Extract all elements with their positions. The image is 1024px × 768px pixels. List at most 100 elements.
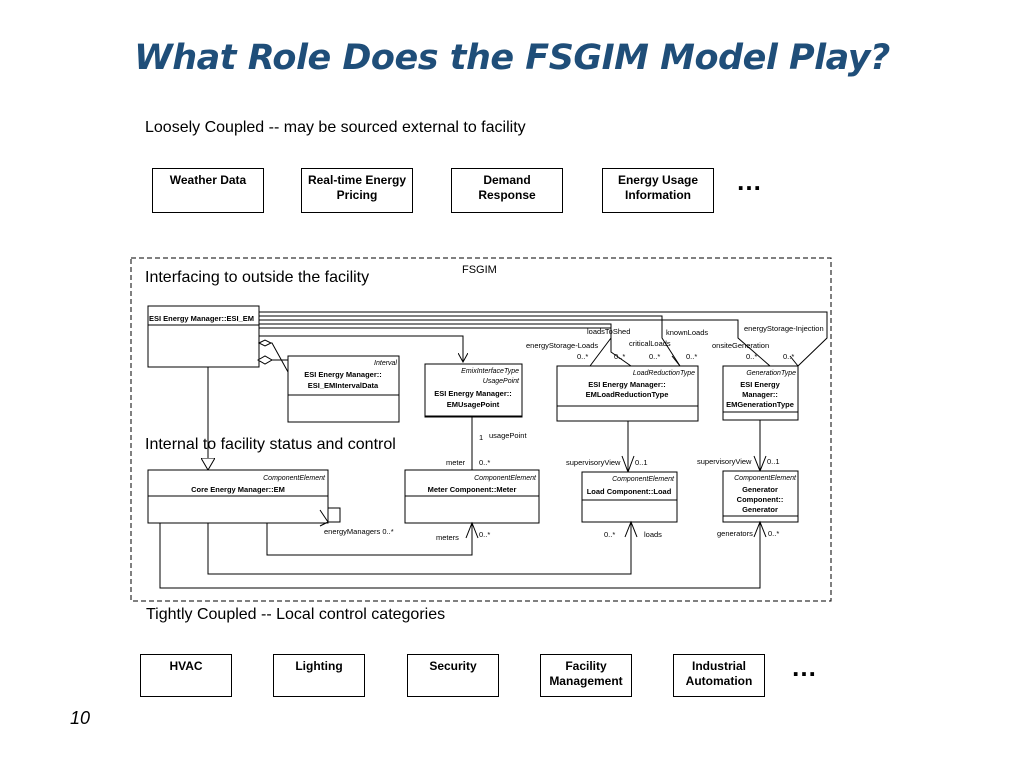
box-label: Security xyxy=(429,659,477,673)
label-energy-storage-loads: energyStorage-Loads xyxy=(526,341,598,350)
mult-label: 0..* xyxy=(604,530,615,539)
box-label: Weather Data xyxy=(169,173,247,187)
class-stereotype: ComponentElement xyxy=(734,475,797,482)
class-load-component: ComponentElement Load Component::Load xyxy=(581,471,678,523)
label-known-loads: knownLoads xyxy=(666,328,708,337)
assoc-generation-onsite xyxy=(259,319,771,367)
class-meter-component: ComponentElement Meter Component::Meter xyxy=(404,469,540,524)
more-ellipsis-bottom: … xyxy=(791,652,818,682)
real-time-pricing-box: Real-time Energy Pricing xyxy=(301,168,413,213)
class-interval: Interval ESI Energy Manager:: ESI_EMInte… xyxy=(287,355,400,423)
bottom-links xyxy=(159,507,767,589)
box-label: Management xyxy=(549,674,623,688)
box-label: Facility xyxy=(565,659,607,673)
label-generators: generators xyxy=(717,529,753,538)
assoc-energy-managers-self xyxy=(328,507,341,523)
box-label: Energy Usage xyxy=(617,173,699,187)
mult-label: 0..* xyxy=(768,529,779,538)
label-energy-managers: energyManagers 0..* xyxy=(324,527,394,536)
box-label: Response xyxy=(478,188,536,202)
assoc-usagepoint xyxy=(259,335,463,362)
class-name: ESI Energy xyxy=(740,380,780,389)
box-label: Information xyxy=(625,188,691,202)
industrial-automation-box: Industrial Automation xyxy=(673,654,765,697)
label-supervisory-view: supervisoryView xyxy=(566,458,621,467)
facility-management-box: Facility Management xyxy=(540,654,632,697)
page-number: 10 xyxy=(70,708,91,728)
middle-links xyxy=(208,367,767,474)
esi-em-associations xyxy=(259,311,828,367)
class-stereotype: ComponentElement xyxy=(612,476,675,483)
fsgim-frame xyxy=(130,257,832,602)
label-loads-to-shed: loadsToShed xyxy=(587,327,630,336)
lighting-box: Lighting xyxy=(273,654,365,697)
arrowhead-loadreduction xyxy=(671,355,681,367)
assoc-energy-managers-arrow xyxy=(319,509,329,527)
arrowhead-generation xyxy=(789,355,799,367)
aggregation-interval xyxy=(256,339,289,373)
box-label: Demand xyxy=(483,173,531,187)
label-critical-loads: criticalLoads xyxy=(629,339,671,348)
class-em-load-reduction-type: LoadReductionType ESI Energy Manager:: E… xyxy=(556,365,699,422)
loosely-coupled-caption: Loosely Coupled -- may be sourced extern… xyxy=(145,119,526,136)
assoc-loadreduction-storage xyxy=(259,327,612,367)
class-em-usage-point: EmixInterfaceType UsagePoint ESI Energy … xyxy=(424,363,523,418)
class-name: Meter Component::Meter xyxy=(428,485,517,494)
energy-usage-info-box: Energy Usage Information xyxy=(602,168,714,213)
mult-label: 0..* xyxy=(614,352,625,361)
class-name: ESI Energy Manager::ESI_EM xyxy=(149,314,254,323)
label-usage-point: usagePoint xyxy=(489,431,527,440)
interfacing-label: Interfacing to outside the facility xyxy=(145,269,369,286)
class-esi-em: ESI Energy Manager::ESI_EM xyxy=(147,305,260,368)
class-name: Generator xyxy=(742,505,778,514)
class-em-generation-type: GenerationType ESI Energy Manager:: EMGe… xyxy=(722,365,799,421)
security-box: Security xyxy=(407,654,499,697)
label-meters: meters xyxy=(436,533,459,542)
mult-zero-one: 0..1 xyxy=(767,457,780,466)
class-name: EMLoadReductionType xyxy=(586,390,669,399)
label-supervisory-view: supervisoryView xyxy=(697,457,752,466)
class-name: EMUsagePoint xyxy=(447,400,500,409)
assoc-core-to-loads xyxy=(207,522,632,575)
class-stereotype: EmixInterfaceType xyxy=(461,368,519,375)
mult-label: 0..* xyxy=(479,458,490,467)
class-name: Load Component::Load xyxy=(587,487,672,496)
class-stereotype: LoadReductionType xyxy=(633,370,695,377)
class-stereotype: GenerationType xyxy=(746,370,796,377)
class-stereotype: ComponentElement xyxy=(474,475,537,482)
weather-data-box: Weather Data xyxy=(152,168,264,213)
hvac-box: HVAC xyxy=(140,654,232,697)
class-stereotype: Interval xyxy=(374,360,397,367)
mult-label: 0..* xyxy=(649,352,660,361)
box-label: Real-time Energy xyxy=(307,173,407,187)
more-ellipsis-top: … xyxy=(736,166,763,196)
slide-title: What Role Does the FSGIM Model Play? xyxy=(134,38,890,78)
label-onsite-generation: onsiteGeneration xyxy=(712,341,769,350)
assoc-core-to-meters xyxy=(266,523,473,556)
box-label: Industrial xyxy=(691,659,746,673)
class-stereotype: UsagePoint xyxy=(483,378,520,385)
assoc-loadreduction-knownloads xyxy=(259,315,681,367)
label-meter: meter xyxy=(446,458,466,467)
class-core-energy-manager: ComponentElement Core Energy Manager::EM xyxy=(147,469,329,524)
class-name: Generator xyxy=(742,485,778,494)
middle-labels: 1 usagePoint meter 0..* supervisoryView … xyxy=(446,431,780,467)
mult-zero-one: 0..1 xyxy=(635,458,648,467)
mult-one: 1 xyxy=(479,433,483,442)
class-name: ESI Energy Manager:: xyxy=(588,380,666,389)
label-loads: loads xyxy=(644,530,662,539)
class-generator-component: ComponentElement Generator Component:: G… xyxy=(722,470,799,523)
arrow-generators xyxy=(753,520,767,538)
class-name: EMGenerationType xyxy=(726,400,794,409)
mult-label: 0..* xyxy=(746,352,757,361)
class-stereotype: ComponentElement xyxy=(263,475,326,482)
association-labels: loadsToShed knownLoads energyStorage-Inj… xyxy=(526,324,824,361)
assoc-core-to-generators xyxy=(159,522,761,589)
mult-label: 0..* xyxy=(686,352,697,361)
demand-response-box: Demand Response xyxy=(451,168,563,213)
class-name: ESI_EMIntervalData xyxy=(308,381,379,390)
mult-label: 0..* xyxy=(783,352,794,361)
box-label: Lighting xyxy=(295,659,343,673)
class-name: ESI Energy Manager:: xyxy=(434,389,512,398)
